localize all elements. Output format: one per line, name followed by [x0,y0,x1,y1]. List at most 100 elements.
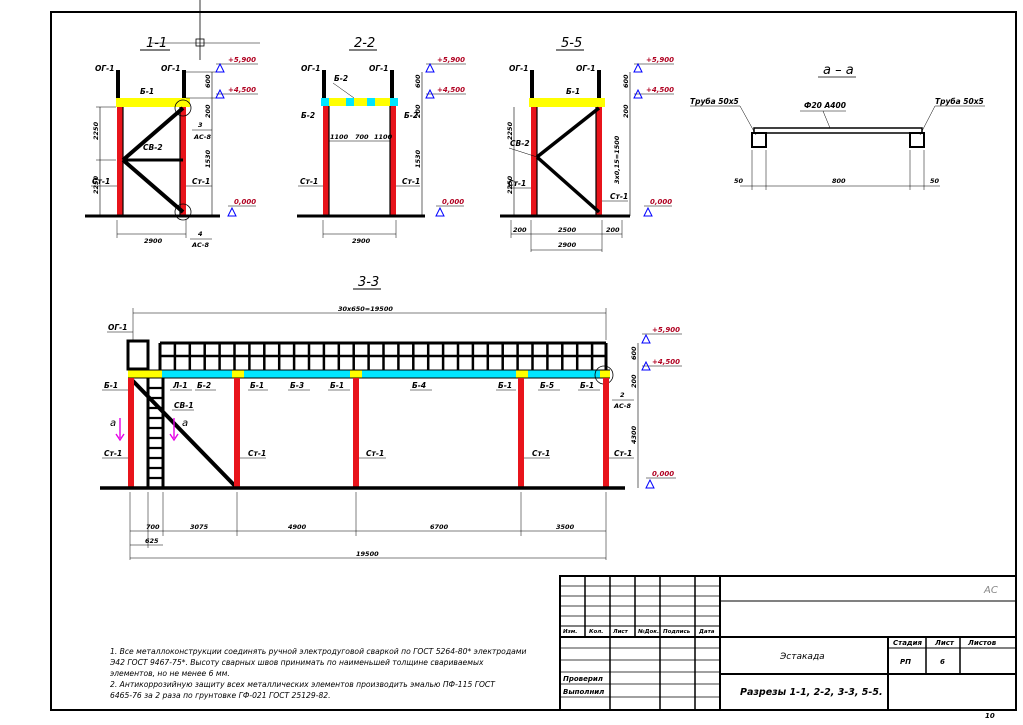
svg-text:ОГ-1: ОГ-1 [301,64,321,73]
svg-text:ОГ-1: ОГ-1 [95,64,115,73]
general-notes: 1. Все металлоконструкции соединять ручн… [109,647,526,700]
svg-text:4: 4 [198,230,203,238]
svg-text:Б-1: Б-1 [104,381,118,390]
svg-text:2500: 2500 [558,226,577,234]
svg-text:6700: 6700 [430,523,449,531]
svg-text:Ст-1: Ст-1 [508,179,526,188]
title-block [559,575,1017,711]
section-2-2: 2-2 ОГ-1 ОГ-1 Б-2 Б-2 Б-2 1100 700 1100 … [297,36,466,245]
column-st1 [518,378,524,488]
svg-text:+5,900: +5,900 [228,56,256,64]
svg-text:2250: 2250 [506,121,514,140]
svg-text:1530: 1530 [204,149,212,168]
svg-text:3-3: 3-3 [358,275,379,290]
svg-text:600: 600 [622,74,630,88]
node-callout [174,99,192,117]
svg-text:+4,500: +4,500 [652,358,680,366]
svg-text:6465-76 за 2 раза по грунтовке: 6465-76 за 2 раза по грунтовке ГФ-021 ГО… [110,691,331,700]
svg-text:ОГ-1: ОГ-1 [161,64,181,73]
svg-text:2900: 2900 [558,241,577,249]
svg-text:СВ-2: СВ-2 [143,143,163,152]
svg-text:Труба 50х5: Труба 50х5 [690,97,739,106]
svg-text:600: 600 [414,74,422,88]
column-st1 [234,378,240,488]
elevation-mark: +5,900 +4,500 0,000 [641,326,682,489]
beam-b2 [321,98,398,106]
svg-text:3075: 3075 [190,523,209,531]
svg-text:Б-1: Б-1 [330,381,344,390]
svg-text:50: 50 [734,177,744,185]
svg-text:Б-1: Б-1 [498,381,512,390]
svg-text:АС: АС [983,585,998,596]
svg-text:+5,900: +5,900 [652,326,680,334]
svg-text:Ст-1: Ст-1 [366,449,384,458]
svg-text:Проверил: Проверил [563,675,603,683]
svg-text:6: 6 [940,658,945,666]
svg-text:Ст-1: Ст-1 [532,449,550,458]
elevation-mark: +5,900 +4,500 0,000 [215,56,258,217]
svg-text:СВ-2: СВ-2 [510,139,530,148]
railing [158,341,608,370]
svg-text:Лист: Лист [612,629,629,635]
svg-text:200: 200 [630,374,638,388]
svg-text:2900: 2900 [144,237,163,245]
svg-text:200: 200 [513,226,527,234]
svg-text:3: 3 [198,121,203,129]
svg-text:Ст-1: Ст-1 [104,449,122,458]
section-a-a: а – а Труба 50х5 Труба 50х5 Ф20 А400 50 … [690,63,985,190]
svg-text:Изм.: Изм. [563,629,577,635]
svg-text:30х650=19500: 30х650=19500 [338,305,393,313]
svg-text:АС-8: АС-8 [193,133,211,141]
svg-text:1530: 1530 [414,149,422,168]
svg-text:Эстакада: Эстакада [779,652,825,662]
svg-text:200: 200 [414,104,422,118]
svg-text:5-5: 5-5 [561,36,582,51]
svg-text:4900: 4900 [288,523,307,531]
svg-text:Листов: Листов [967,639,997,647]
svg-text:Ст-1: Ст-1 [92,177,110,186]
title-block-text: АС Изм. Кол. Лист №Док. Подпись Дата Про… [563,585,998,720]
svg-text:Б-1: Б-1 [250,381,264,390]
column-st1 [128,378,134,488]
svg-text:1100: 1100 [330,133,349,141]
svg-text:700: 700 [355,133,369,141]
svg-text:Ст-1: Ст-1 [402,177,420,186]
svg-text:Выполнил: Выполнил [563,688,604,696]
svg-text:Подпись: Подпись [663,629,691,635]
svg-text:Б-5: Б-5 [540,381,554,390]
svg-text:Ст-1: Ст-1 [192,177,210,186]
svg-text:СВ-1: СВ-1 [174,401,194,410]
svg-text:Кол.: Кол. [589,629,603,635]
svg-text:Б-3: Б-3 [290,381,304,390]
svg-text:Б-1: Б-1 [580,381,594,390]
svg-text:0,000: 0,000 [652,470,674,478]
svg-text:2. Антикоррозийную защиту всех: 2. Антикоррозийную защиту всех металличе… [110,680,496,689]
svg-text:+5,900: +5,900 [646,56,674,64]
section-3-3: 3-3 30х650=19500 ОГ-1 [100,275,682,560]
pipe-right [909,132,925,148]
svg-text:а: а [182,418,188,429]
svg-text:Дата: Дата [698,629,715,635]
svg-text:Ф20 А400: Ф20 А400 [804,101,846,110]
svg-text:3х0,15=1500: 3х0,15=1500 [613,135,621,184]
beam-b1 [116,98,190,107]
svg-text:ОГ-1: ОГ-1 [509,64,529,73]
column-st1 [353,378,359,488]
svg-text:800: 800 [832,177,846,185]
sheet-frame [50,11,1017,711]
column-st1 [603,378,609,488]
svg-text:АС-8: АС-8 [191,241,209,249]
svg-text:Л-1: Л-1 [172,381,188,390]
cursor-pickbox [195,38,205,47]
svg-text:4300: 4300 [630,425,638,444]
svg-text:элементов, но не менее 6 мм.: элементов, но не менее 6 мм. [110,669,230,678]
svg-text:0,000: 0,000 [650,198,672,206]
svg-text:1. Все металлоконструкции соед: 1. Все металлоконструкции соединять ручн… [110,647,526,656]
svg-text:Б-1: Б-1 [140,87,154,96]
svg-text:ОГ-1: ОГ-1 [369,64,389,73]
beam-b1 [529,98,605,107]
svg-text:600: 600 [630,346,638,360]
column-left [117,107,123,217]
svg-text:0,000: 0,000 [442,198,464,206]
